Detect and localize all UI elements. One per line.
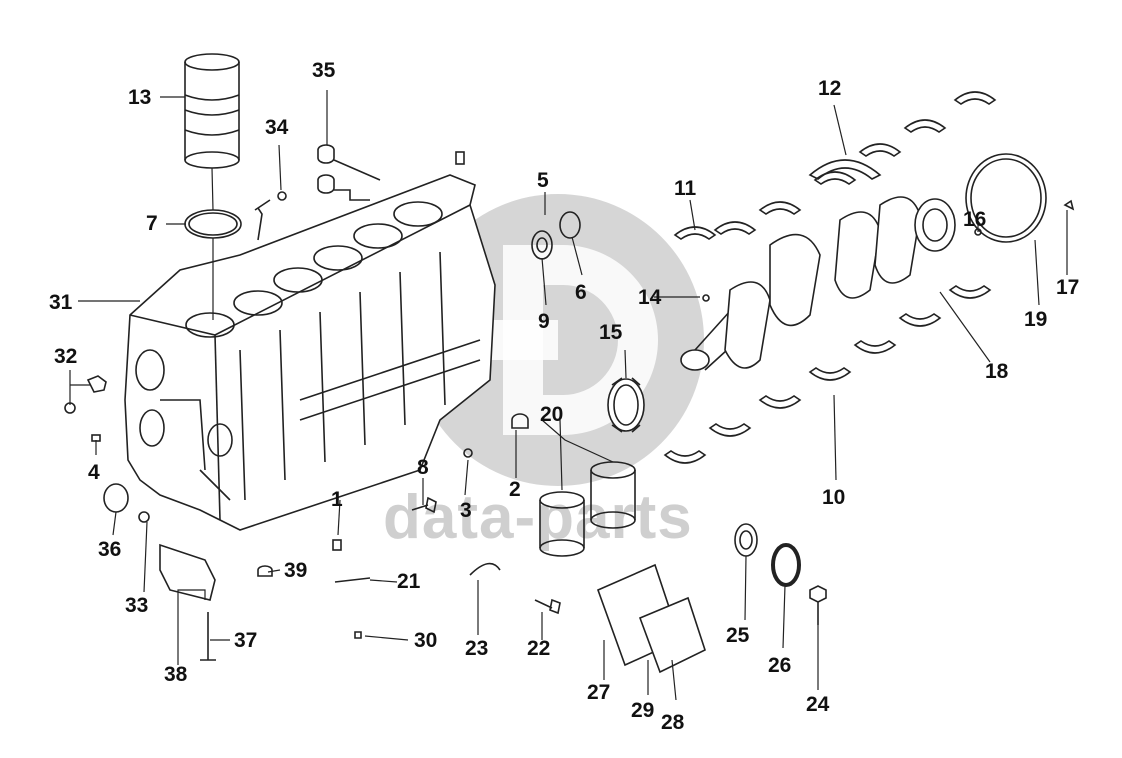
callout-29: 29 — [631, 699, 655, 722]
main-bearing-cap — [159, 543, 216, 601]
bolt-22 — [534, 598, 561, 615]
engine-block — [124, 174, 496, 531]
callout-2: 2 — [509, 478, 521, 501]
o-ring-6 — [559, 211, 581, 239]
rear-seal-ring — [965, 153, 1047, 243]
pin-17 — [1063, 199, 1075, 211]
callout-7: 7 — [146, 212, 158, 235]
ring-26 — [771, 543, 801, 587]
callout-5: 5 — [537, 169, 549, 192]
callout-18: 18 — [985, 360, 1009, 383]
callout-24: 24 — [806, 693, 830, 716]
crank-gear — [607, 377, 645, 433]
callout-20: 20 — [540, 403, 564, 426]
callout-30: 30 — [414, 629, 438, 652]
callout-35: 35 — [312, 59, 336, 82]
callout-33: 33 — [125, 594, 149, 617]
callout-3: 3 — [460, 499, 472, 522]
crankshaft — [680, 196, 956, 371]
callout-8: 8 — [417, 456, 429, 479]
callout-16: 16 — [963, 208, 987, 231]
callout-39: 39 — [284, 559, 308, 582]
callout-12: 12 — [818, 77, 842, 100]
bolt-8 — [411, 496, 437, 514]
callout-9: 9 — [538, 310, 550, 333]
bolt-24 — [809, 585, 827, 625]
cap-plug-35b — [317, 174, 335, 194]
callout-31: 31 — [49, 291, 73, 314]
main-bearings — [663, 91, 997, 464]
callout-23: 23 — [465, 637, 489, 660]
callout-10: 10 — [822, 486, 846, 509]
plug-2 — [511, 413, 529, 429]
callout-21: 21 — [397, 570, 421, 593]
callout-37: 37 — [234, 629, 258, 652]
washer-30 — [354, 631, 362, 639]
callout-36: 36 — [98, 538, 122, 561]
callout-34: 34 — [265, 116, 289, 139]
pin-14 — [702, 294, 710, 302]
seal-25 — [734, 523, 758, 557]
seal-36 — [103, 483, 129, 513]
callout-28: 28 — [661, 711, 685, 734]
callout-15: 15 — [599, 321, 623, 344]
cap-plug-35a — [317, 144, 335, 164]
cover-29 — [638, 596, 706, 674]
callout-6: 6 — [575, 281, 587, 304]
bushing-left — [539, 491, 585, 557]
bushing-right — [590, 461, 636, 529]
seal-3 — [463, 448, 473, 458]
plug-top — [455, 151, 465, 165]
callout-13: 13 — [128, 86, 152, 109]
callout-1: 1 — [331, 488, 343, 511]
plug-32 — [86, 375, 107, 393]
bolt-21 — [334, 577, 371, 583]
plug-39 — [257, 565, 273, 577]
pin-1 — [332, 539, 342, 551]
bolt-37 — [200, 612, 216, 661]
callout-4: 4 — [88, 461, 100, 484]
callout-27: 27 — [587, 681, 611, 704]
clip-23 — [469, 562, 501, 576]
plug-34 — [277, 191, 287, 201]
cylinder-liner — [184, 53, 240, 169]
callout-22: 22 — [527, 637, 551, 660]
seal-ring-9 — [531, 230, 553, 260]
watermark-text: data-parts — [383, 483, 693, 552]
callout-11: 11 — [674, 177, 697, 200]
liner-o-ring — [184, 209, 242, 239]
leader-lines — [69, 90, 1068, 701]
callout-25: 25 — [726, 624, 750, 647]
callout-38: 38 — [164, 663, 188, 686]
o-ring-33 — [138, 511, 150, 523]
callout-14: 14 — [638, 286, 662, 309]
callout-19: 19 — [1024, 308, 1048, 331]
callout-17: 17 — [1056, 276, 1080, 299]
callout-26: 26 — [768, 654, 792, 677]
callout-32: 32 — [54, 345, 78, 368]
